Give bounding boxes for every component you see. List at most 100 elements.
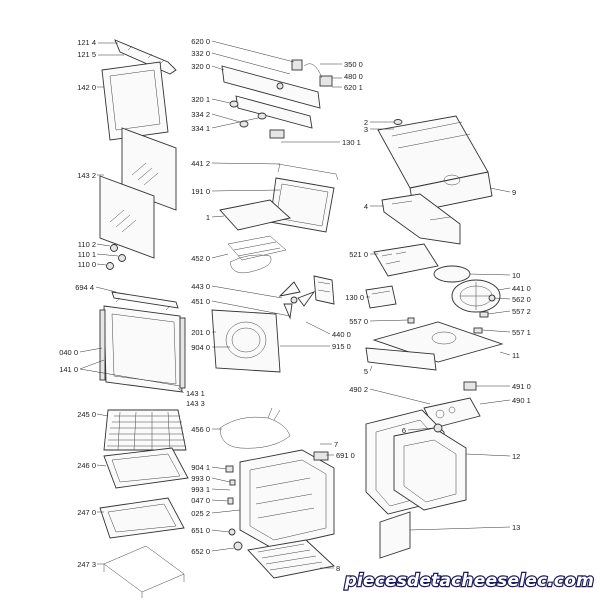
part-320-control-panel [221,65,321,139]
label-490-2: 490 2 [349,385,368,394]
label-521-0: 521 0 [349,250,368,259]
label-4: 4 [364,202,368,211]
label-451-0: 451 0 [191,297,210,306]
part-hinge-bits [225,465,243,551]
part-142-door-outer-glass [101,61,169,141]
label-915-0: 915 0 [332,342,351,351]
part-247-drip-tray [99,497,185,539]
part-12-outer-casing [365,409,467,515]
label-557-0: 557 0 [349,317,368,326]
label-191-0: 191 0 [191,187,210,196]
part-246-baking-tray [103,447,189,489]
label-651-0: 651 0 [191,526,210,535]
label-047-0: 047 0 [191,496,210,505]
label-110-1: 110 1 [78,250,96,259]
label-993-1: 993 1 [191,485,210,494]
label-10: 10 [512,271,520,280]
part-201-back-panel [211,309,281,373]
part-557-562-clips [407,294,496,334]
label-6: 6 [402,426,406,435]
label-8: 8 [336,564,340,573]
label-491-0: 491 0 [512,382,531,391]
label-456-0: 456 0 [191,425,210,434]
label-452-0: 452 0 [191,254,210,263]
label-143-2: 143 2 [77,171,96,180]
part-2473-wire-shelf [103,545,185,598]
part-labels: 121 4 121 5 142 0 143 2 110 2 110 1 110 … [59,37,531,573]
label-143-3: 143 3 [186,399,205,408]
part-521-electronic-board [373,243,439,277]
label-121-4: 121 4 [77,38,96,47]
label-332-0: 332 0 [191,49,210,58]
label-130-1: 130 1 [342,138,361,147]
part-1-cover-plate [219,199,291,231]
label-247-3: 247 3 [77,560,96,569]
label-025-2: 025 2 [191,509,210,518]
label-1: 1 [206,213,210,222]
label-993-0: 993 0 [191,474,210,483]
label-040-0: 040 0 [59,348,78,357]
label-652-0: 652 0 [191,547,210,556]
label-246-0: 246 0 [77,461,96,470]
label-334-1: 334 1 [191,124,210,133]
part-5-deflector [365,347,437,371]
part-141-door-frame [99,305,186,393]
part-oven-cavity [239,449,335,549]
part-245-grill-rack [103,409,187,451]
part-110-hinges [106,244,126,270]
part-191-oven-inner-panel [269,177,335,233]
label-13: 13 [512,523,520,532]
label-9: 9 [512,188,516,197]
part-620-switch [291,59,333,87]
label-490-1: 490 1 [512,396,531,405]
label-143-1: 143 1 [186,389,205,398]
part-443-fan-blade [278,281,316,320]
label-141-0: 141 0 [59,365,78,374]
label-557-2: 557 2 [512,307,531,316]
label-480-0: 480 0 [344,72,363,81]
label-443-0: 443 0 [191,282,210,291]
watermark-text: piecesdetacheeselec.com [344,571,594,591]
label-245-0: 245 0 [77,410,96,419]
label-110-0: 110 0 [78,260,96,269]
part-441-2-door-seal [277,163,339,181]
label-440-0: 440 0 [332,330,351,339]
label-441-0: 441 0 [512,284,531,293]
label-7: 7 [334,440,338,449]
part-452-heating-element [227,235,287,274]
label-110-2: 110 2 [78,240,96,249]
part-8-bottom-tray [247,539,335,579]
part-13-side-panel [379,511,411,559]
label-121-5: 121 5 [77,50,96,59]
part-440-fan-motor [313,275,335,305]
label-142-0: 142 0 [77,83,96,92]
label-691-0: 691 0 [336,451,355,460]
label-320-1: 320 1 [191,95,210,104]
label-441-2: 441 2 [191,159,210,168]
label-5: 5 [364,367,368,376]
label-334-2: 334 2 [191,110,210,119]
label-11: 11 [512,351,520,360]
label-12: 12 [512,452,520,461]
label-557-1: 557 1 [512,328,531,337]
label-694-4: 694 4 [75,283,94,292]
part-143-door-inner-glass [99,127,177,259]
part-130-thermostat [365,285,397,309]
label-320-0: 320 0 [191,62,210,71]
label-247-0: 247 0 [77,508,96,517]
label-2: 2 [364,118,368,127]
label-904-1: 904 1 [191,463,210,472]
label-620-0: 620 0 [191,37,210,46]
part-4-back-bracket [381,193,461,245]
label-904-0: 904 0 [191,343,210,352]
leader-lines [79,40,511,569]
label-3: 3 [364,125,368,134]
label-620-1: 620 1 [344,83,363,92]
label-350-0: 350 0 [344,60,363,69]
part-694-door-handle [111,291,179,311]
label-130-0: 130 0 [345,293,364,302]
label-562-0: 562 0 [512,295,531,304]
part-456-bottom-element [219,407,291,449]
label-201-0: 201 0 [191,328,210,337]
